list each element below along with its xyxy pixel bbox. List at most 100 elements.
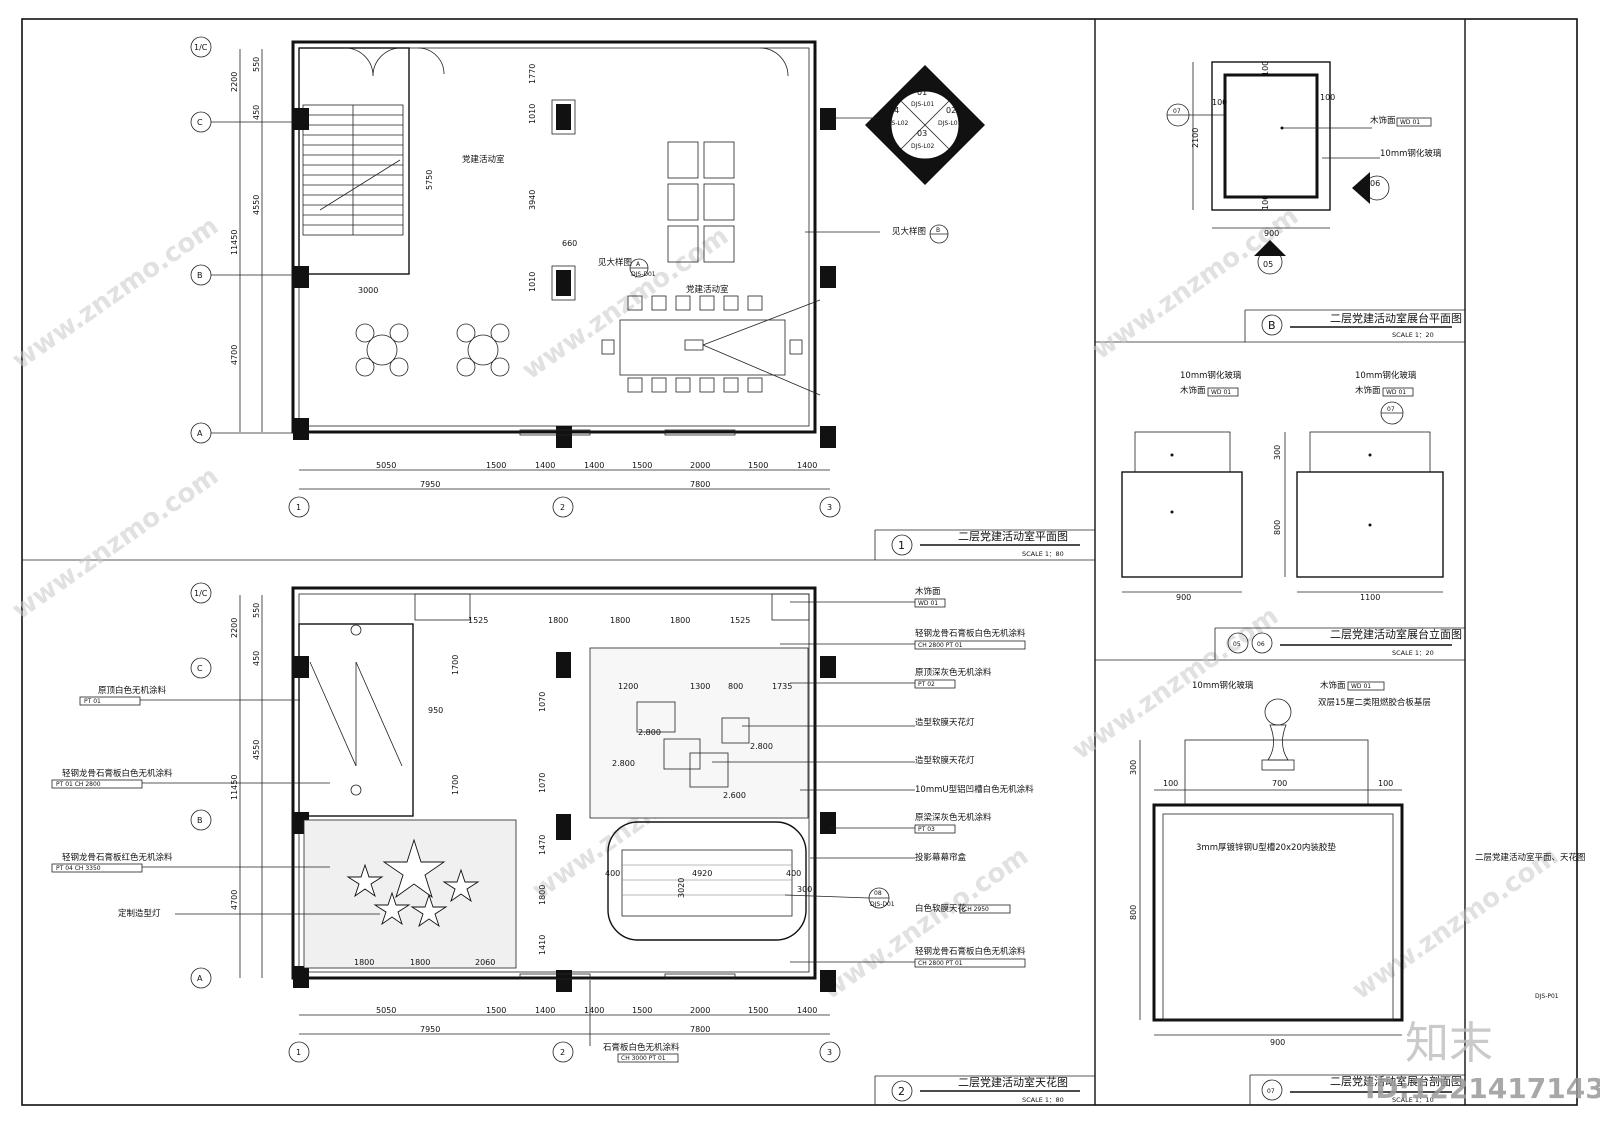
svg-text:1500: 1500	[486, 1006, 506, 1015]
svg-text:300: 300	[1273, 445, 1282, 460]
svg-text:1500: 1500	[748, 1006, 768, 1015]
soft-film-ceiling	[607, 821, 807, 941]
svg-text:原顶白色无机涂料: 原顶白色无机涂料	[98, 685, 167, 696]
svg-text:1800: 1800	[410, 958, 430, 967]
column	[556, 426, 572, 448]
svg-text:10mm钢化玻璃: 10mm钢化玻璃	[1380, 148, 1442, 159]
column	[293, 418, 309, 440]
svg-text:原梁深灰色无机涂料: 原梁深灰色无机涂料	[915, 812, 992, 823]
see-detail-b: 见大样图	[892, 226, 926, 237]
soft-film-light	[663, 738, 701, 770]
svg-text:轻钢龙骨石膏板白色无机涂料: 轻钢龙骨石膏板白色无机涂料	[915, 628, 1026, 639]
svg-text:B: B	[197, 271, 203, 280]
stand-section-detail: 10mm钢化玻璃 木饰面 WD 01 双层15厘二类阻燃胶合板基层 3mm厚镀锌…	[1129, 680, 1431, 1047]
svg-text:木饰面: 木饰面	[1355, 385, 1381, 396]
detail-a-tag: A	[636, 261, 641, 268]
svg-text:06: 06	[1257, 641, 1265, 648]
svg-text:1800: 1800	[610, 616, 630, 625]
svg-text:1100: 1100	[1360, 593, 1380, 602]
svg-text:02: 02	[946, 106, 956, 115]
svg-text:1/C: 1/C	[194, 43, 208, 52]
trophy-icon	[1261, 698, 1295, 771]
dim: 1010	[528, 104, 537, 124]
svg-text:DJS-L01: DJS-L01	[938, 120, 962, 127]
svg-text:11450: 11450	[230, 230, 239, 255]
detail-b-tag: B	[936, 227, 940, 234]
svg-text:2100: 2100	[1191, 128, 1200, 148]
svg-text:1/C: 1/C	[194, 589, 208, 598]
svg-text:1: 1	[898, 539, 905, 552]
svg-text:二层党建活动室展台剖面图: 二层党建活动室展台剖面图	[1330, 1074, 1462, 1088]
floor-plan: 党建活动室 党建活动室 见大样图 A DJS-D01 见大样图 B 3000 6…	[291, 40, 985, 448]
svg-text:100: 100	[1378, 779, 1393, 788]
svg-text:SCALE 1：20: SCALE 1：20	[1392, 649, 1434, 657]
svg-text:1410: 1410	[538, 935, 547, 955]
stand-elevation-title: 05 06 二层党建活动室展台立面图 SCALE 1：20	[1214, 627, 1465, 660]
svg-text:08: 08	[874, 890, 882, 897]
svg-text:轻钢龙骨石膏板白色无机涂料: 轻钢龙骨石膏板白色无机涂料	[62, 768, 173, 779]
svg-text:100: 100	[1320, 93, 1335, 102]
svg-text:7800: 7800	[690, 480, 710, 489]
svg-text:PT 01 CH 2800: PT 01 CH 2800	[56, 781, 101, 788]
column	[293, 108, 309, 130]
svg-text:1800: 1800	[354, 958, 374, 967]
svg-text:100: 100	[1212, 98, 1227, 107]
svg-text:06: 06	[1370, 179, 1380, 188]
svg-text:7950: 7950	[420, 1025, 440, 1034]
detail-a-sub: DJS-D01	[631, 271, 656, 278]
svg-text:轻钢龙骨石膏板红色无机涂料: 轻钢龙骨石膏板红色无机涂料	[62, 852, 173, 863]
stand-section-title: 07 二层党建活动室展台剖面图 SCALE 1：10	[1249, 1074, 1465, 1105]
svg-text:1400: 1400	[797, 461, 817, 470]
svg-text:PT 04 CH 3350: PT 04 CH 3350	[56, 865, 101, 872]
svg-text:1500: 1500	[632, 1006, 652, 1015]
svg-text:二层党建活动室展台立面图: 二层党建活动室展台立面图	[1330, 627, 1462, 641]
door	[759, 47, 789, 77]
svg-text:300: 300	[797, 885, 812, 894]
svg-text:1800: 1800	[670, 616, 690, 625]
svg-text:3020: 3020	[677, 878, 686, 898]
svg-text:900: 900	[1264, 229, 1279, 238]
svg-text:5050: 5050	[376, 1006, 396, 1015]
svg-text:DJS-L02: DJS-L02	[911, 143, 935, 150]
svg-text:2.800: 2.800	[750, 742, 773, 751]
svg-text:1200: 1200	[618, 682, 638, 691]
soft-film-light	[689, 752, 729, 788]
stand-elevation-detail: 10mm钢化玻璃 木饰面 WD 01 900 10mm钢化玻璃 木饰面 WD 0…	[1121, 370, 1444, 602]
svg-text:木饰面: 木饰面	[1180, 385, 1206, 396]
svg-text:1800: 1800	[538, 885, 547, 905]
meeting-table	[601, 295, 821, 396]
svg-text:100: 100	[1261, 195, 1270, 210]
plan2-right-notes: 木饰面 WD 01 轻钢龙骨石膏板白色无机涂料 CH 2800 PT 01 原顶…	[712, 586, 1034, 968]
svg-text:PT 02: PT 02	[918, 681, 935, 688]
svg-text:WD 01: WD 01	[1400, 119, 1420, 126]
watermark-url-2: www.znzmo.com	[517, 221, 734, 386]
svg-text:C: C	[197, 664, 203, 673]
column	[820, 266, 836, 288]
svg-text:1400: 1400	[584, 1006, 604, 1015]
side-title: 二层党建活动室平面、天花图	[1475, 852, 1586, 863]
column	[293, 266, 309, 288]
column	[820, 426, 836, 448]
watermark-url-8: www.znzmo.com	[1347, 841, 1564, 1006]
svg-text:造型软膜天花灯: 造型软膜天花灯	[915, 717, 975, 728]
svg-text:2000: 2000	[690, 461, 710, 470]
svg-text:轻钢龙骨石膏板白色无机涂料: 轻钢龙骨石膏板白色无机涂料	[915, 946, 1026, 957]
ceiling-plan: 1525 1800 1800 1800 1525 1200 1300 800 1…	[291, 586, 895, 992]
svg-text:400: 400	[786, 869, 801, 878]
star-light	[346, 838, 480, 928]
watermark-url-5: www.znzmo.com	[1087, 201, 1304, 366]
svg-text:4550: 4550	[252, 740, 261, 760]
window	[519, 429, 591, 436]
brand-logo: 知末	[1405, 1018, 1493, 1069]
plan2-grid: 1/C C B A 2200 550 450 4550 11450 4700 5…	[190, 582, 841, 1063]
svg-text:10mm钢化玻璃: 10mm钢化玻璃	[1355, 370, 1417, 381]
svg-text:1525: 1525	[730, 616, 750, 625]
room-label-table: 党建活动室	[686, 284, 729, 295]
svg-text:3: 3	[827, 1048, 832, 1057]
soft-film-light	[721, 717, 750, 744]
svg-text:木饰面: 木饰面	[915, 586, 941, 597]
svg-text:A: A	[197, 974, 203, 983]
svg-text:DJS-L01: DJS-L01	[911, 101, 935, 108]
svg-text:05: 05	[1233, 641, 1241, 648]
